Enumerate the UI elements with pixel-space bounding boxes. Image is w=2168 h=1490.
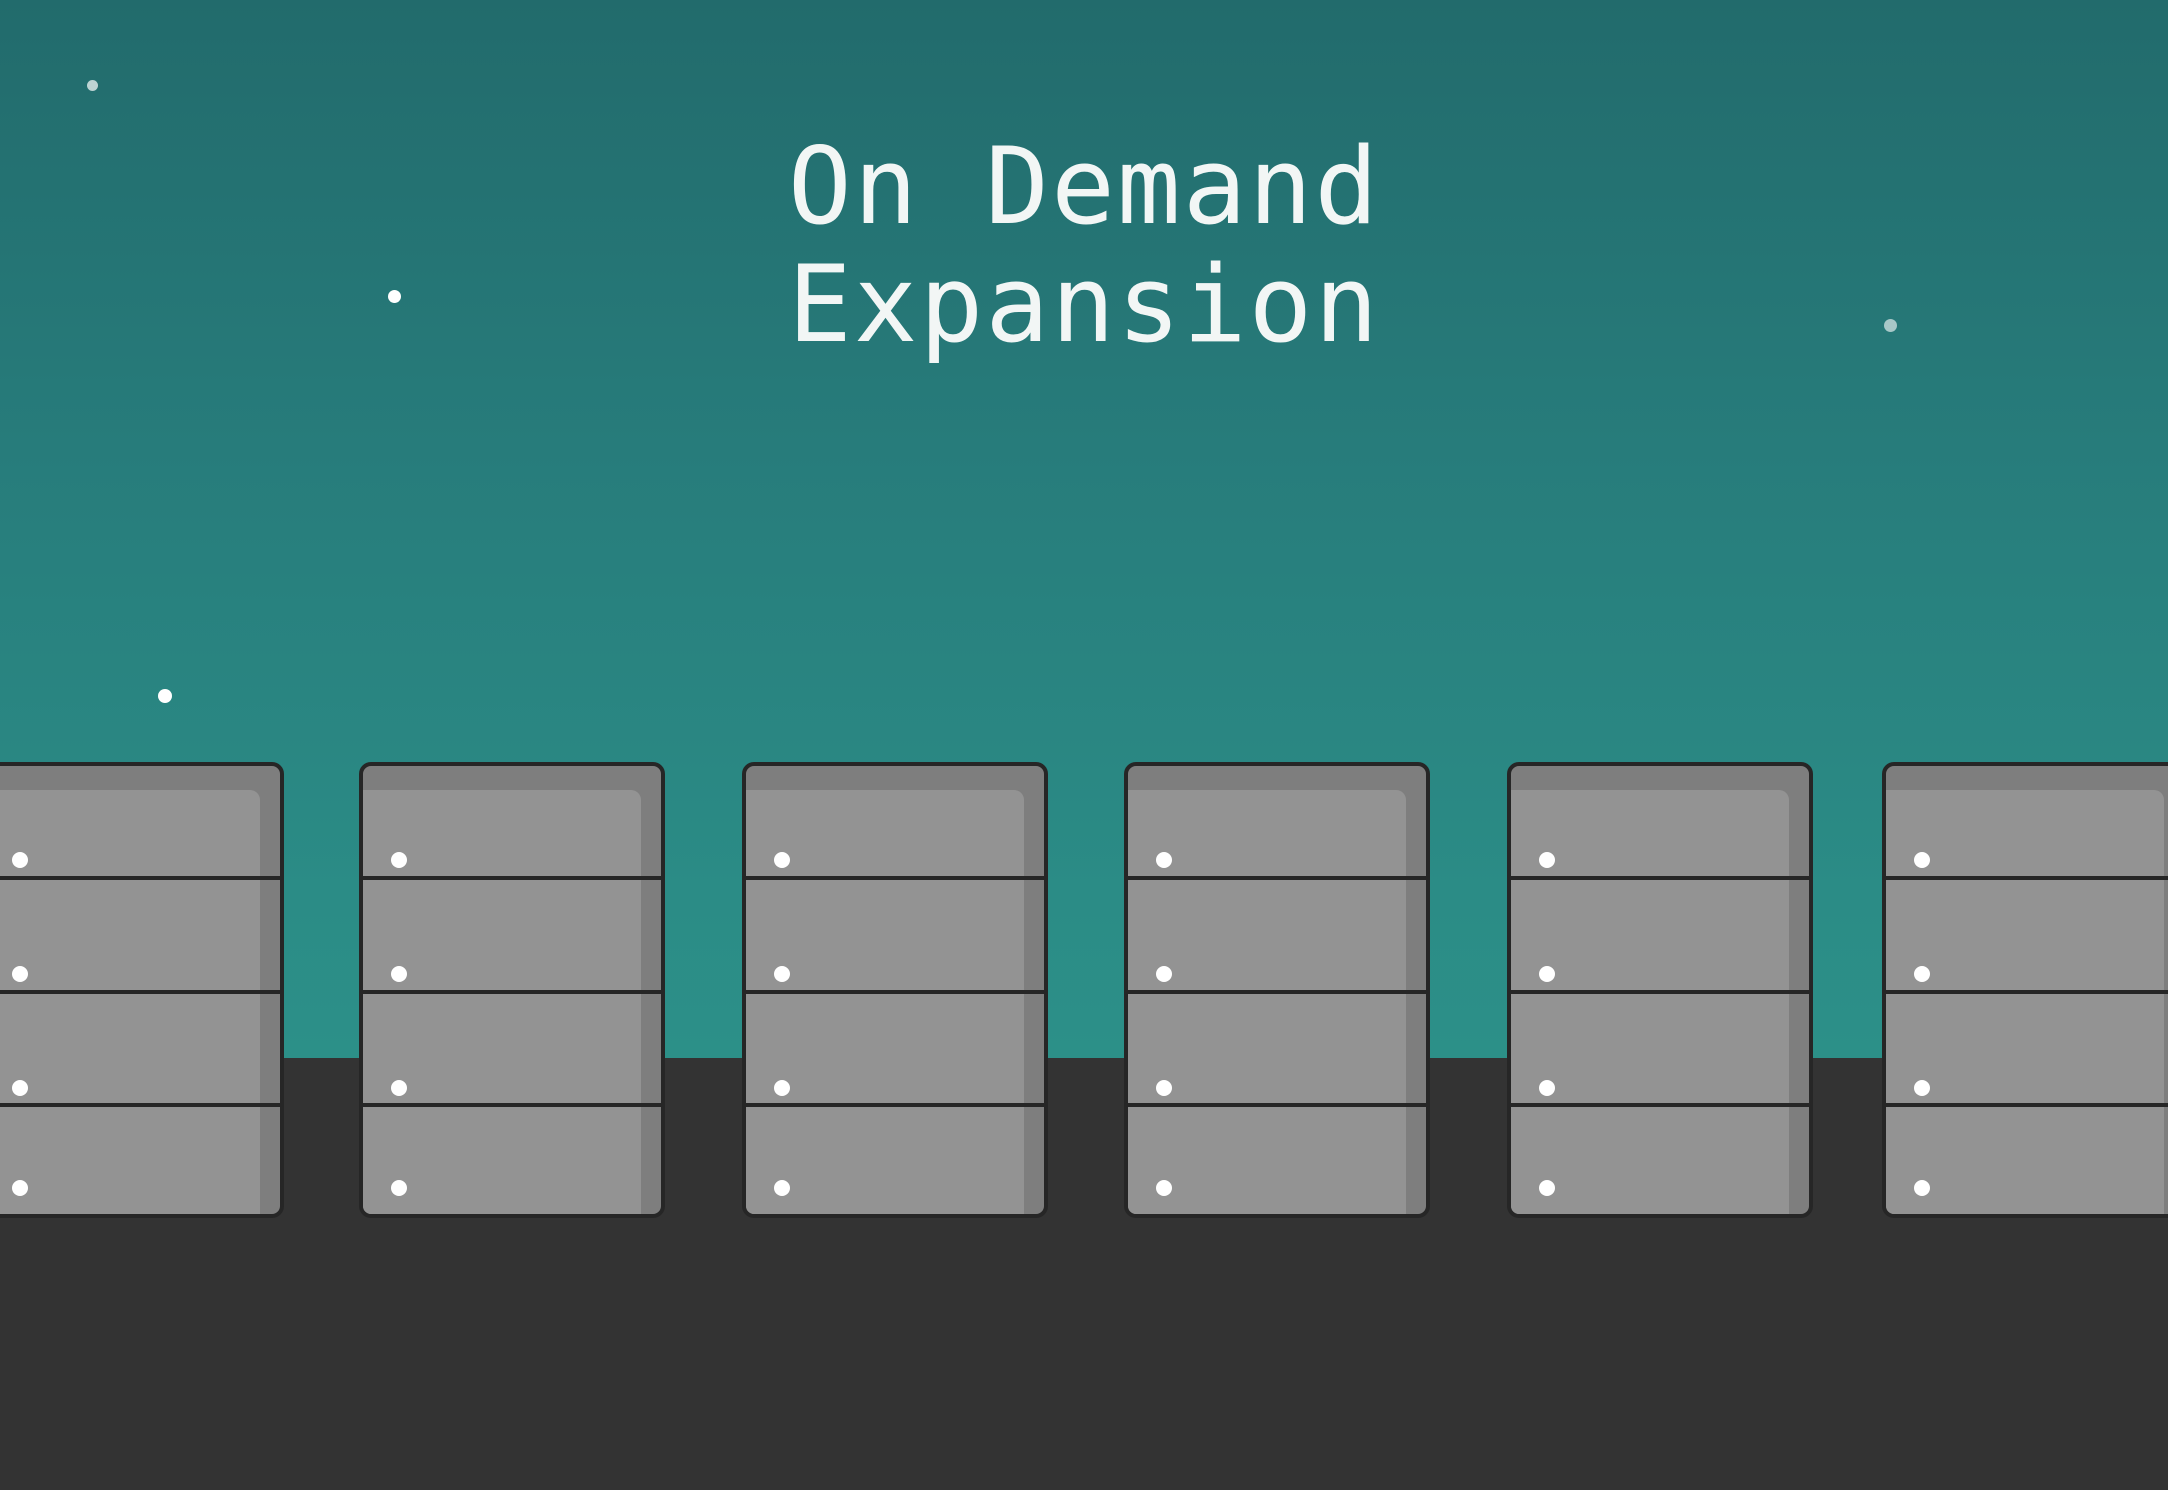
page-title: On Demand Expansion	[0, 128, 2168, 364]
server-unit	[742, 762, 1048, 1218]
drawer-divider	[0, 876, 280, 880]
status-led-icon	[1156, 1080, 1172, 1096]
drawer-divider	[363, 990, 661, 994]
status-led-icon	[1156, 1180, 1172, 1196]
status-led-icon	[774, 852, 790, 868]
ground	[0, 1058, 2168, 1490]
status-led-icon	[391, 852, 407, 868]
status-led-icon	[1539, 1180, 1555, 1196]
status-led-icon	[1914, 966, 1930, 982]
server-face	[1886, 790, 2164, 1214]
drawer-divider	[1886, 1103, 2168, 1107]
status-led-icon	[391, 966, 407, 982]
server-face	[1128, 790, 1406, 1214]
drawer-divider	[1886, 990, 2168, 994]
status-led-icon	[1156, 966, 1172, 982]
drawer-divider	[1128, 1103, 1426, 1107]
title-line-1: On Demand	[787, 125, 1381, 248]
drawer-divider	[746, 876, 1044, 880]
status-led-icon	[774, 966, 790, 982]
status-led-icon	[774, 1180, 790, 1196]
server-face	[746, 790, 1024, 1214]
star-icon	[87, 80, 98, 91]
drawer-divider	[0, 1103, 280, 1107]
status-led-icon	[1914, 852, 1930, 868]
server-face	[1511, 790, 1789, 1214]
status-led-icon	[12, 966, 28, 982]
status-led-icon	[391, 1080, 407, 1096]
drawer-divider	[1128, 990, 1426, 994]
server-unit	[0, 762, 284, 1218]
status-led-icon	[12, 1180, 28, 1196]
server-unit	[359, 762, 665, 1218]
status-led-icon	[1914, 1180, 1930, 1196]
server-face	[0, 790, 260, 1214]
status-led-icon	[12, 1080, 28, 1096]
drawer-divider	[1511, 990, 1809, 994]
status-led-icon	[391, 1180, 407, 1196]
server-unit	[1507, 762, 1813, 1218]
status-led-icon	[1914, 1080, 1930, 1096]
drawer-divider	[0, 990, 280, 994]
drawer-divider	[1511, 876, 1809, 880]
title-line-2: Expansion	[787, 243, 1381, 366]
star-icon	[158, 689, 172, 703]
drawer-divider	[363, 1103, 661, 1107]
drawer-divider	[1511, 1103, 1809, 1107]
drawer-divider	[746, 990, 1044, 994]
star-icon	[388, 290, 401, 303]
status-led-icon	[774, 1080, 790, 1096]
drawer-divider	[746, 1103, 1044, 1107]
status-led-icon	[12, 852, 28, 868]
status-led-icon	[1539, 1080, 1555, 1096]
drawer-divider	[1128, 876, 1426, 880]
status-led-icon	[1539, 852, 1555, 868]
server-face	[363, 790, 641, 1214]
server-unit	[1124, 762, 1430, 1218]
drawer-divider	[363, 876, 661, 880]
drawer-divider	[1886, 876, 2168, 880]
server-unit	[1882, 762, 2168, 1218]
star-icon	[1884, 319, 1897, 332]
status-led-icon	[1156, 852, 1172, 868]
status-led-icon	[1539, 966, 1555, 982]
